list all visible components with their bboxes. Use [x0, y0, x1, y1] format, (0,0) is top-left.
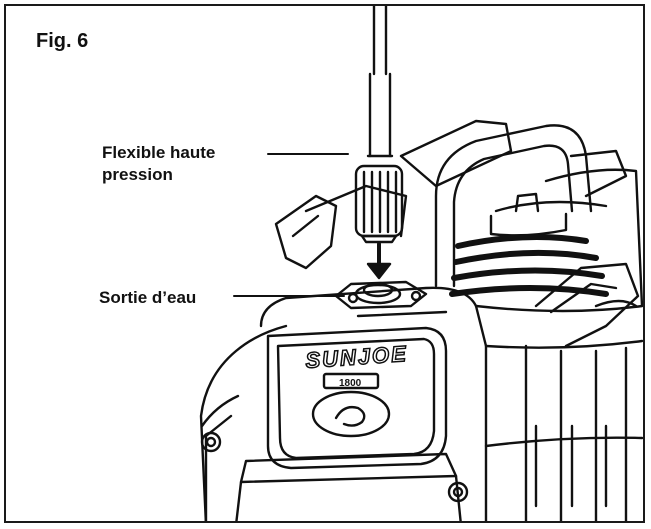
pressure-washer-illustration	[199, 6, 643, 521]
vent-grille	[449, 234, 609, 297]
callout-water-outlet: Sortie d’eau	[99, 288, 197, 307]
front-panel	[235, 326, 462, 521]
figure-frame: Fig. 6 Flexible haute pression Sortie d’…	[4, 4, 645, 523]
callout-high-pressure-hose: Flexible haute pression	[102, 142, 215, 186]
main-body	[199, 286, 643, 521]
side-clips	[274, 184, 640, 348]
high-pressure-hose	[354, 6, 404, 244]
rear-housing	[399, 119, 643, 308]
callout-hose-line2: pression	[102, 165, 173, 184]
water-outlet	[334, 280, 448, 318]
screws	[200, 431, 469, 503]
carry-handle	[434, 124, 593, 288]
down-arrow-icon	[366, 242, 392, 280]
figure-label: Fig. 6	[36, 30, 89, 52]
leader-lines	[233, 153, 349, 297]
callout-hose-line1: Flexible haute	[102, 143, 216, 162]
